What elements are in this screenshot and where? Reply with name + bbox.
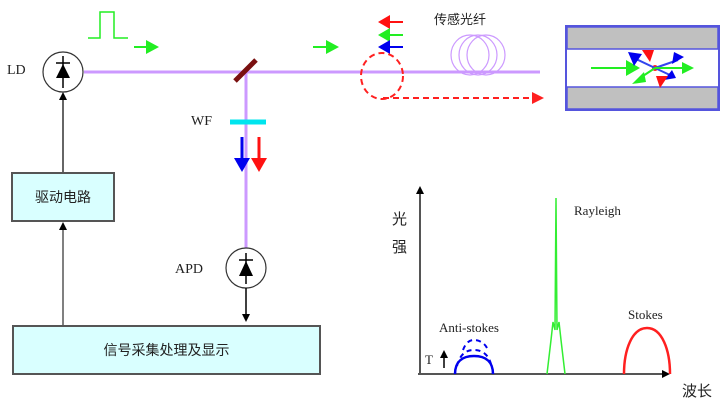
ld-diode-icon [42, 51, 84, 93]
anti-stokes-label: Anti-stokes [439, 320, 499, 335]
anti-stokes-peak-dashed-1 [456, 348, 492, 367]
signal-processing-box: 信号采集处理及显示 [12, 325, 321, 375]
sensing-fiber-label: 传感光纤 [434, 13, 487, 28]
zoom-region-circle [360, 52, 404, 100]
anti-stokes-peak-dashed-2 [462, 338, 488, 351]
anti-stokes-peak [453, 354, 495, 375]
driver-circuit-box: 驱动电路 [11, 172, 115, 222]
apd-label: APD [175, 262, 204, 277]
rayleigh-back-arrow [378, 28, 403, 42]
driver-circuit-label: 驱动电路 [35, 190, 91, 206]
wf-label: WF [191, 114, 212, 129]
pump-arrow-2 [313, 40, 339, 54]
signal-processing-label: 信号采集处理及显示 [103, 343, 230, 359]
stokes-peak [622, 326, 672, 375]
rayleigh-peak [546, 197, 566, 375]
stokes-down-arrow [251, 137, 267, 172]
beam-splitter-mirror [233, 58, 258, 83]
stokes-label: Stokes [628, 307, 663, 322]
x-axis-label: 波长 [682, 382, 713, 400]
fiber-cross-section [565, 25, 720, 111]
pump-arrow-1 [134, 40, 159, 54]
temperature-label: T [425, 352, 433, 367]
pulse-icon [88, 11, 128, 39]
rayleigh-label: Rayleigh [574, 203, 621, 218]
y-axis-label: 光强 [392, 210, 408, 256]
anti-stokes-down-arrow [234, 137, 250, 172]
ld-label: LD [7, 63, 26, 78]
stokes-back-arrow [378, 15, 403, 29]
fiber-coil-icon [450, 34, 506, 76]
apd-diode-icon [225, 247, 267, 289]
anti-stokes-back-arrow [378, 40, 403, 54]
